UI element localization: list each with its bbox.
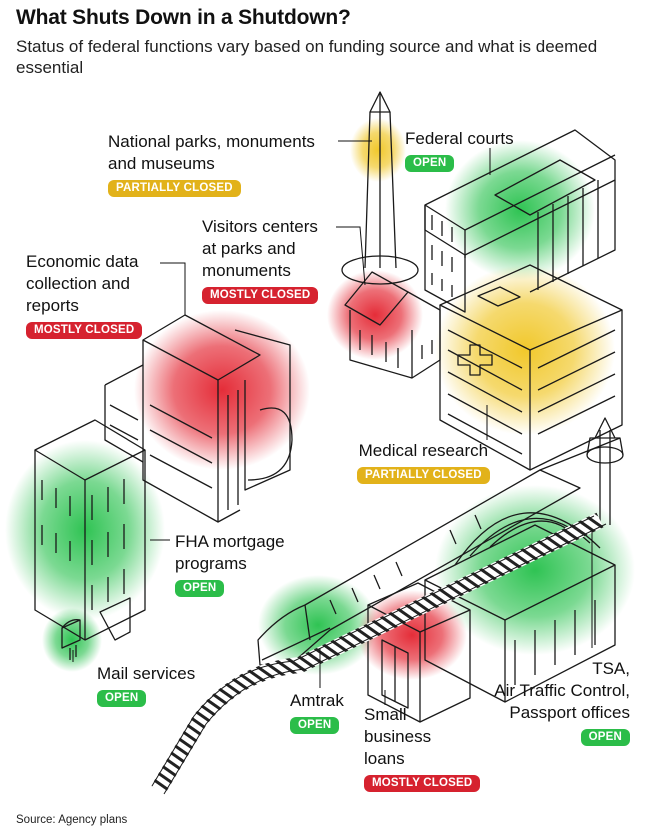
federal-courts-building: [424, 129, 616, 313]
glow-small-business-loans: [357, 590, 467, 680]
status-badge: PARTIALLY CLOSED: [357, 467, 490, 484]
label-fha-mortgage: FHA mortgage programs OPEN: [175, 531, 285, 597]
leader-lines: [72, 140, 593, 705]
status-badge: OPEN: [175, 580, 225, 597]
label-text: Visitors centers at parks and monuments: [202, 217, 318, 280]
label-medical-research: Medical research PARTIALLY CLOSED: [357, 440, 490, 484]
label-text: FHA mortgage programs: [175, 532, 285, 573]
label-small-business-loans: Small business loans MOSTLY CLOSED: [364, 704, 481, 792]
medical-research-building: [439, 264, 623, 471]
glow-mail-services: [42, 608, 102, 672]
status-badge: MOSTLY CLOSED: [26, 322, 143, 339]
status-badge: OPEN: [405, 155, 455, 172]
page-subtitle: Status of federal functions vary based o…: [16, 37, 598, 77]
economic-data-building: [104, 314, 293, 523]
status-badge: MOSTLY CLOSED: [364, 775, 481, 792]
glow-visitors-centers: [327, 270, 423, 360]
mailbox-drawing: [61, 619, 81, 660]
label-text: Economic data collection and reports: [26, 252, 139, 315]
fha-brownstone-building: [34, 419, 146, 641]
status-badge: OPEN: [580, 729, 630, 746]
label-economic-data: Economic data collection and reports MOS…: [26, 251, 143, 339]
label-text: Medical research: [358, 441, 489, 460]
monument-drawing: [341, 91, 419, 285]
label-amtrak: Amtrak OPEN: [290, 690, 344, 734]
status-badge: OPEN: [290, 717, 340, 734]
glow-medical-research: [435, 265, 615, 435]
glow-economic-data: [134, 310, 310, 470]
label-tsa: TSA, Air Traffic Control, Passport offic…: [470, 658, 630, 746]
label-visitors-centers: Visitors centers at parks and monuments …: [202, 216, 319, 304]
label-text: Small business loans: [364, 705, 432, 768]
source-note: Source: Agency plans: [16, 814, 128, 826]
label-federal-courts: Federal courts OPEN: [405, 128, 514, 172]
status-badge: PARTIALLY CLOSED: [108, 180, 241, 197]
label-text: Mail services: [97, 664, 196, 683]
amtrak-train: [257, 437, 621, 666]
glow-national-parks: [350, 118, 406, 182]
label-text: Amtrak: [290, 691, 344, 710]
label-text: Federal courts: [405, 129, 514, 148]
status-badge: MOSTLY CLOSED: [202, 287, 319, 304]
page-title: What Shuts Down in a Shutdown?: [16, 6, 351, 29]
status-badge: OPEN: [97, 690, 147, 707]
label-mail-services: Mail services OPEN: [97, 663, 195, 707]
railway-track: [151, 512, 604, 795]
label-text: National parks, monuments and museums: [108, 132, 315, 173]
label-text: TSA, Air Traffic Control, Passport offic…: [494, 659, 630, 722]
label-national-parks: National parks, monuments and museums PA…: [108, 131, 315, 197]
